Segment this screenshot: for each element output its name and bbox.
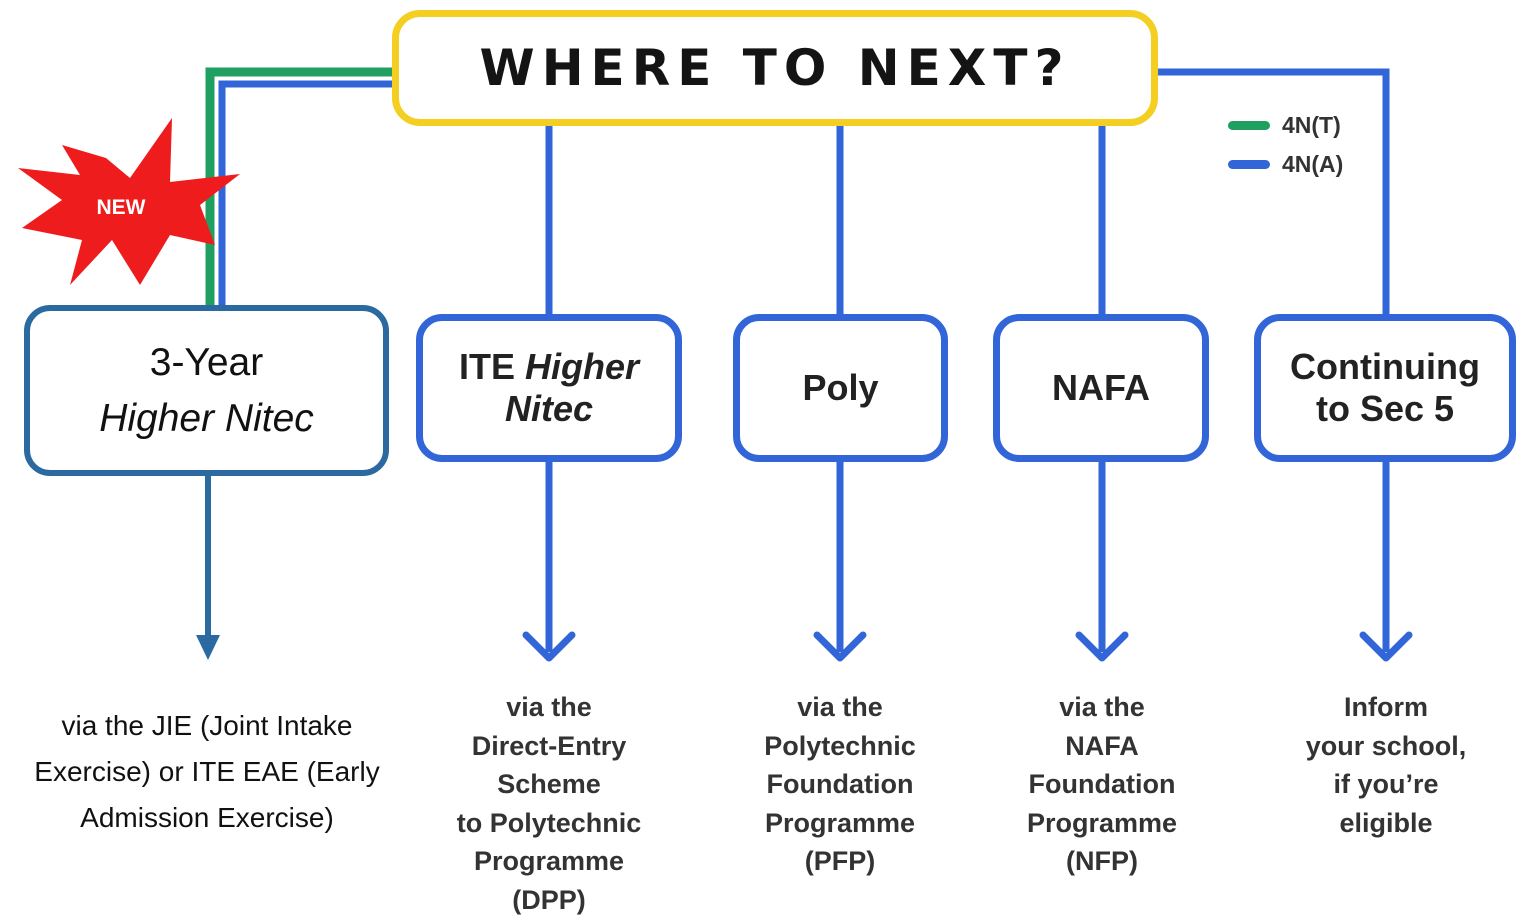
title-box: WHERE TO NEXT? (392, 10, 1158, 126)
description-line: Polytechnic (720, 727, 960, 766)
option-ite-higher-nitec: ITE Higher Nitec (416, 314, 682, 462)
description-line: if you’re (1266, 765, 1506, 804)
description-sec5: Inform your school, if you’re eligible (1266, 688, 1506, 842)
description-line: (NFP) (982, 842, 1222, 881)
legend-label: 4N(A) (1282, 151, 1343, 178)
new-badge-label: NEW (90, 196, 152, 220)
description-line: via the (982, 688, 1222, 727)
description-line: Scheme (425, 765, 673, 804)
option-title: ITE (459, 346, 525, 387)
description-line: via the (425, 688, 673, 727)
description-line: via the (720, 688, 960, 727)
legend-item-4na: 4N(A) (1228, 152, 1343, 176)
option-title-italic: Higher Nitec (505, 346, 639, 429)
legend-item-4nt: 4N(T) (1228, 113, 1341, 137)
option-note: via the JIE (Joint Intake Exercise) or I… (0, 703, 414, 841)
description-line: Programme (982, 804, 1222, 843)
description-nafa: via the NAFA Foundation Programme (NFP) (982, 688, 1222, 881)
option-title-line: Continuing (1290, 346, 1480, 388)
description-line: Programme (425, 842, 673, 881)
description-poly: via the Polytechnic Foundation Programme… (720, 688, 960, 881)
option-3-year-higher-nitec: 3-Year Higher Nitec (24, 305, 389, 476)
option-title: NAFA (1052, 367, 1150, 409)
legend-label: 4N(T) (1282, 112, 1341, 139)
blue-connector-left (222, 84, 392, 305)
option-continuing-sec5: Continuing to Sec 5 (1254, 314, 1516, 462)
page-title: WHERE TO NEXT? (480, 39, 1071, 97)
description-line: your school, (1266, 727, 1506, 766)
description-line: (DPP) (425, 881, 673, 919)
legend-swatch-green (1228, 121, 1270, 130)
green-connector (210, 72, 392, 305)
option-nafa: NAFA (993, 314, 1209, 462)
description-line: (PFP) (720, 842, 960, 881)
option-line2: Higher Nitec (99, 391, 314, 447)
description-line: Programme (720, 804, 960, 843)
legend-swatch-blue (1228, 160, 1270, 169)
option-line1: 3-Year (150, 335, 263, 391)
description-line: Direct-Entry (425, 727, 673, 766)
arrow-new-head (196, 635, 220, 660)
description-line: Inform (1266, 688, 1506, 727)
description-line: eligible (1266, 804, 1506, 843)
description-line: NAFA (982, 727, 1222, 766)
option-poly: Poly (733, 314, 948, 462)
option-title: Poly (802, 367, 878, 409)
description-line: to Polytechnic (425, 804, 673, 843)
option-title-line: to Sec 5 (1316, 388, 1454, 430)
description-line: Foundation (982, 765, 1222, 804)
description-line: Foundation (720, 765, 960, 804)
description-ite: via the Direct-Entry Scheme to Polytechn… (425, 688, 673, 919)
connector-sec5 (1158, 72, 1386, 314)
